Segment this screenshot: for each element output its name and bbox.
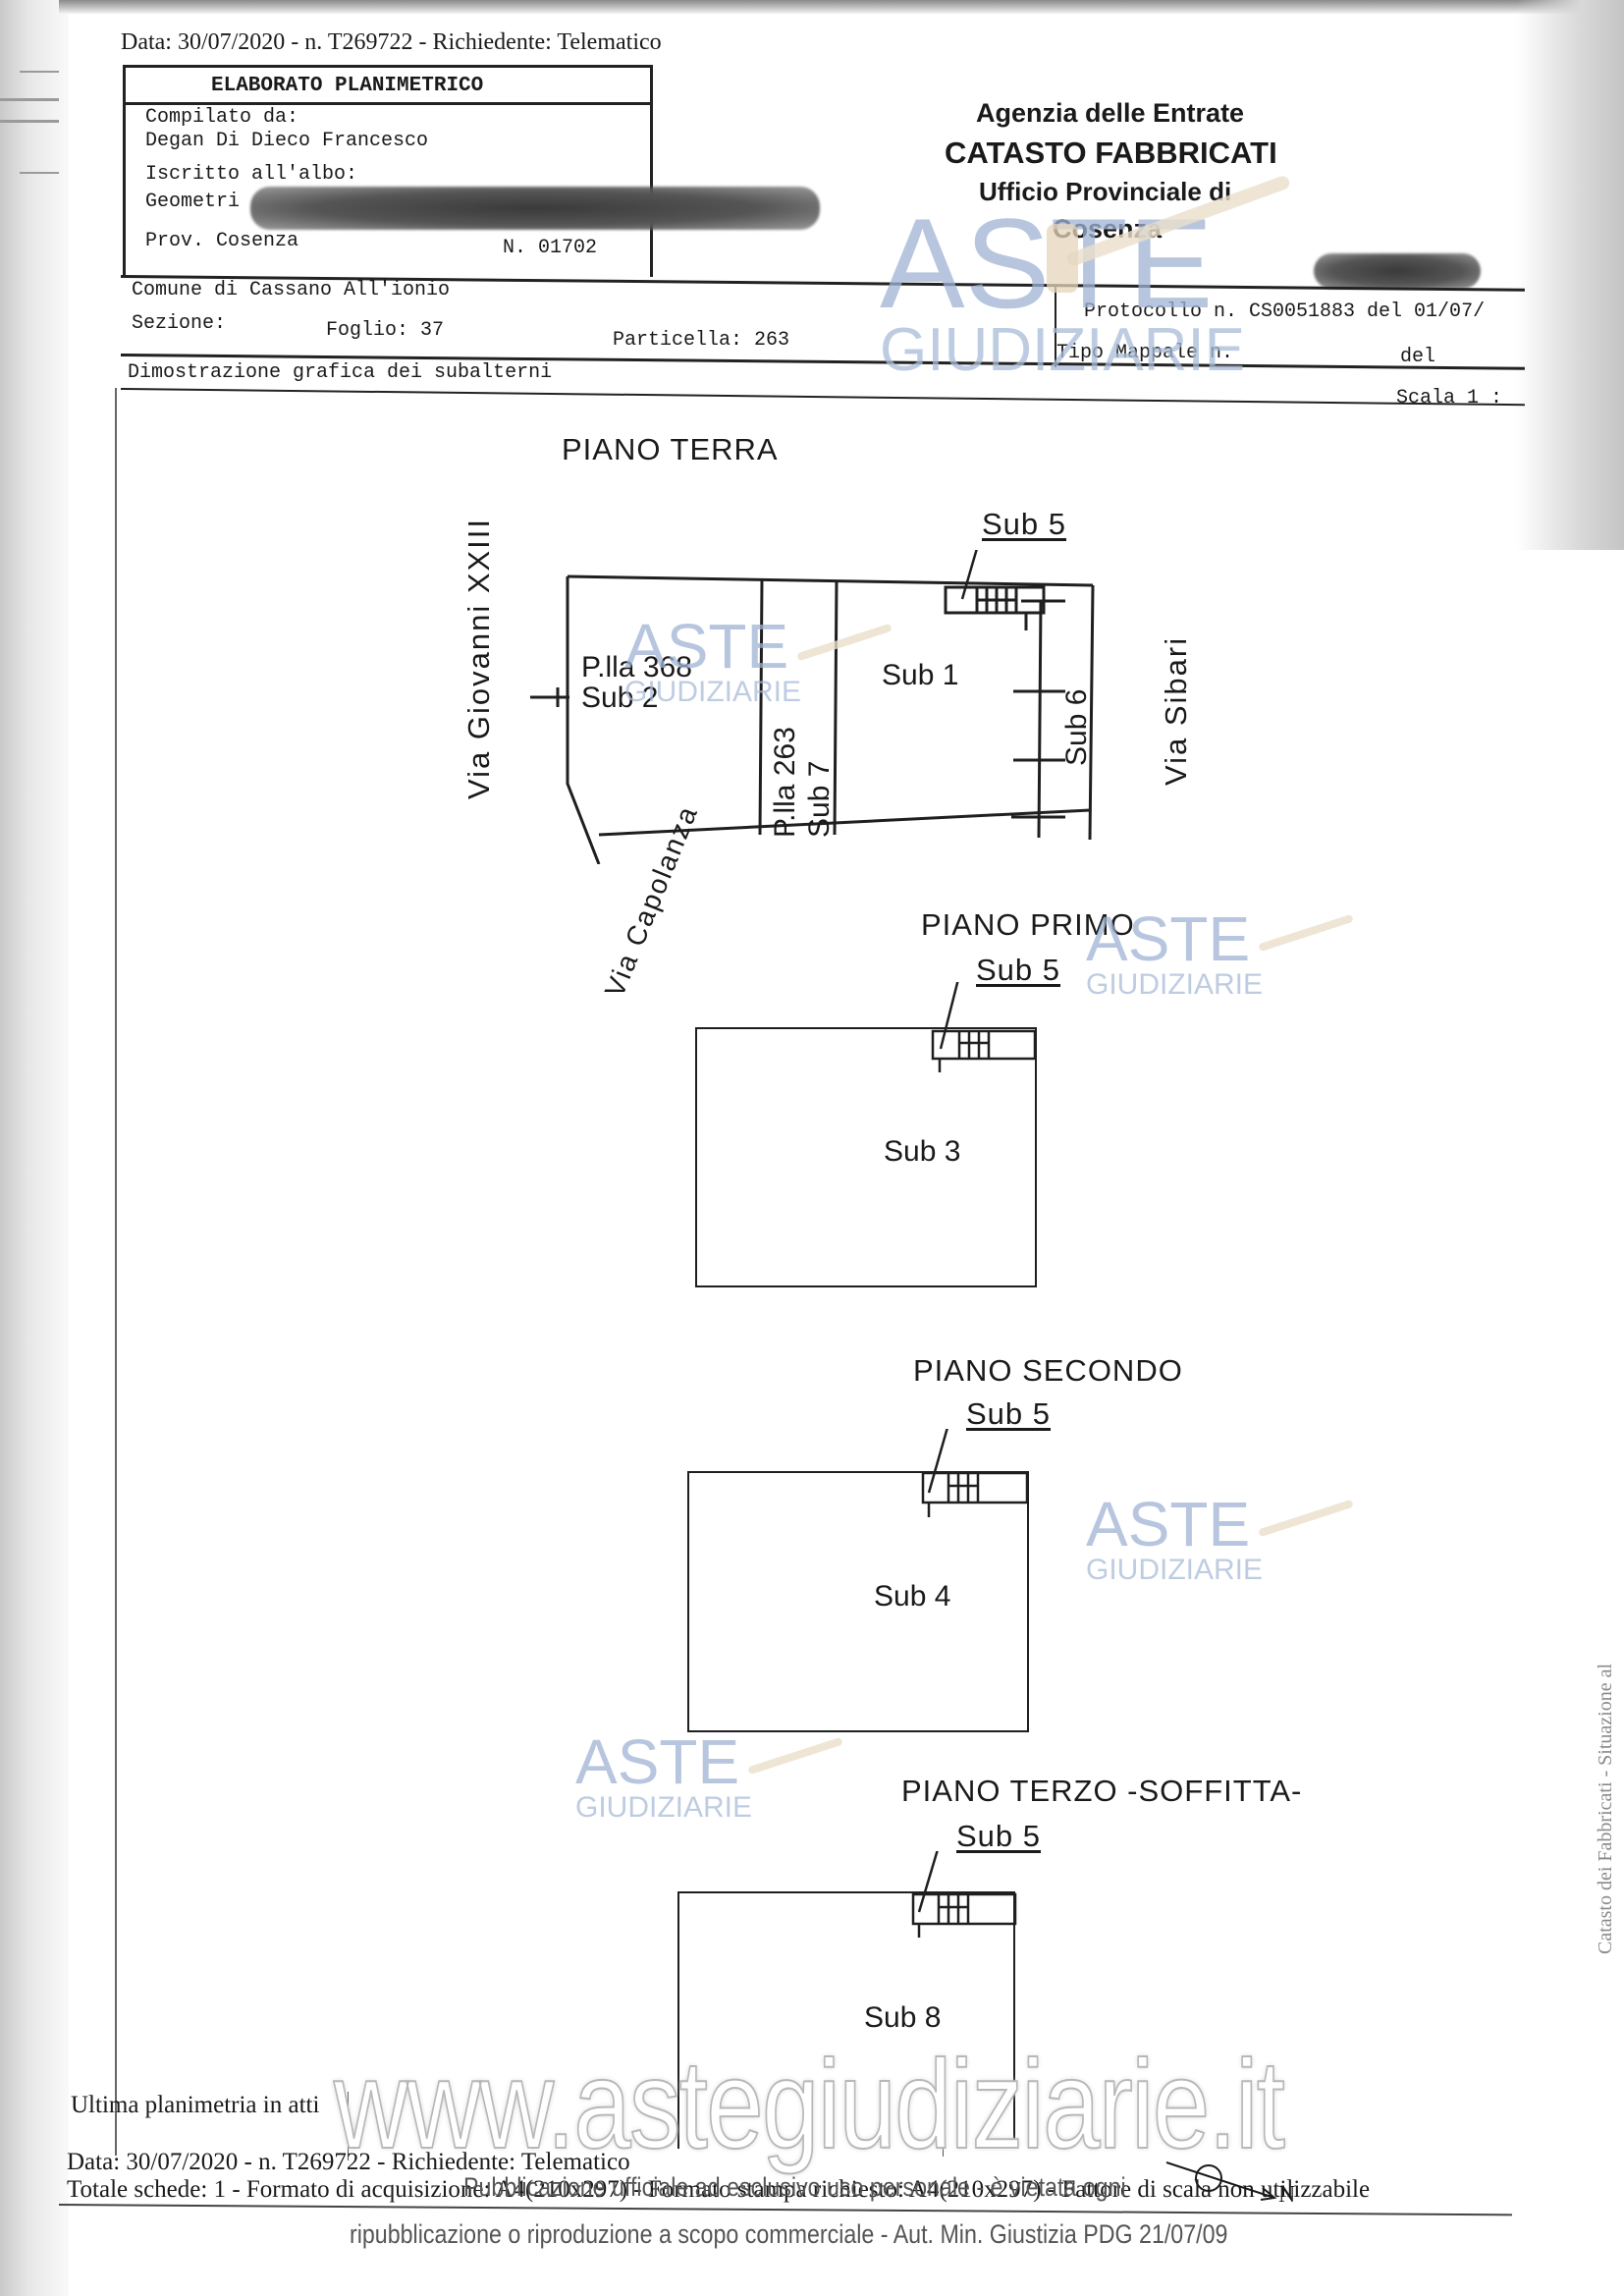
stair-second [921, 1429, 1029, 1517]
stair-label-first: Sub 5 [976, 953, 1061, 987]
gavel-icon [1047, 224, 1078, 293]
catasto-title: CATASTO FABBRICATI [945, 136, 1277, 170]
publication-notice-2: ripubblicazione o riproduzione a scopo c… [350, 2219, 1228, 2249]
floor-title-ground: PIANO TERRA [562, 432, 779, 466]
redaction-mark [250, 187, 820, 230]
floor-title-third: PIANO TERZO -SOFFITTA- [901, 1774, 1303, 1808]
scan-shadow-left [0, 0, 69, 2296]
room-label-sub1: Sub 1 [882, 659, 959, 691]
room-label-sub4: Sub 4 [874, 1580, 951, 1613]
room-label-sub8: Sub 8 [864, 2001, 942, 2034]
publication-notice-1: Pubblicazione ufficiale ad esclusivo uso… [463, 2172, 1126, 2202]
footer-date-line: Data: 30/07/2020 - n. T269722 - Richiede… [67, 2149, 630, 2175]
footer-box-left [348, 2092, 349, 2160]
scan-mark [0, 98, 59, 101]
room-label-sub2: Sub 2 [581, 682, 659, 714]
doc-title: ELABORATO PLANIMETRICO [211, 75, 484, 97]
title-box-left [123, 65, 126, 277]
stair-third [911, 1851, 1017, 1938]
scan-shadow-right [1516, 0, 1624, 550]
protocol-number: Protocollo n. CS0051883 del 01/07/ [1084, 301, 1486, 323]
stair-label-ground: Sub 5 [982, 507, 1067, 541]
province-label: Prov. Cosenza [145, 230, 299, 252]
ground-floor-plan [530, 550, 1095, 864]
scan-mark [20, 172, 59, 174]
redaction-mark [1314, 253, 1481, 289]
gavel-icon [1258, 1499, 1354, 1538]
title-box-top [123, 65, 653, 68]
floor-title-second: PIANO SECONDO [913, 1353, 1183, 1388]
stair-first [931, 982, 1037, 1072]
sezione-label: Sezione: [132, 312, 227, 335]
footer-totals-line: Totale schede: 1 - Formato di acquisizio… [67, 2176, 1371, 2203]
stair-label-second: Sub 5 [966, 1396, 1052, 1431]
watermark-logo: ASTE GIUDIZIARIE [624, 611, 802, 708]
compilato-name: Degan Di Dieco Francesco [145, 130, 429, 152]
gavel-icon [747, 1736, 843, 1776]
svg-text:N: N [1278, 2182, 1295, 2208]
comune-label: Comune di Cassano All'ionio [132, 279, 451, 301]
compilato-label: Compilato da: [145, 106, 299, 129]
scale-label: Scala 1 : [1396, 387, 1503, 410]
title-box-right [650, 65, 653, 277]
footer-last-plan: Ultima planimetria in atti [71, 2092, 320, 2118]
scan-mark [0, 120, 59, 123]
street-label-sibari: Via Sibari [1159, 635, 1193, 786]
room-sub4 [687, 1471, 1029, 1732]
office-label: Ufficio Provinciale di [979, 177, 1232, 206]
watermark-logo: ASTE GIUDIZIARIE [1086, 903, 1264, 1001]
tipo-mappale-label: Tipo Mappale n. [1056, 342, 1234, 364]
watermark-logo: ASTE GIUDIZIARIE [880, 199, 1246, 384]
watermark-logo: ASTE GIUDIZIARIE [575, 1726, 753, 1824]
tipo-mappale-date-label: del [1400, 346, 1436, 368]
particella-label: Particella: 263 [613, 329, 790, 352]
side-text: Catasto dei Fabbricati - Situazione al [1595, 1663, 1616, 1954]
protocol-divider [1055, 285, 1056, 367]
stair-label-third: Sub 5 [956, 1819, 1042, 1853]
scan-shadow-top [59, 0, 1624, 14]
watermark-logo: ASTE GIUDIZIARIE [1086, 1489, 1264, 1586]
drawing-frame-left [115, 388, 117, 2156]
gavel-icon [1258, 913, 1354, 953]
scan-mark [20, 71, 59, 73]
room-label-sub6: Sub 6 [1060, 688, 1093, 766]
room-label-sub3: Sub 3 [884, 1135, 961, 1168]
room-label-sub7: Sub 7 [803, 760, 836, 838]
top-stamp: Data: 30/07/2020 - n. T269722 - Richiede… [121, 29, 662, 55]
room-label-plla263: P.lla 263 [769, 727, 801, 838]
iscritto-label: Iscritto all'albo: [145, 163, 358, 186]
subalterni-heading: Dimostrazione grafica dei subalterni [128, 361, 553, 384]
floor-title-first: PIANO PRIMO [921, 907, 1135, 942]
foglio-label: Foglio: 37 [326, 319, 445, 342]
row-divider-3 [120, 388, 1525, 407]
site-watermark: www.astegiudiziarie.it [333, 2034, 1286, 2176]
registration-number: N. 01702 [503, 237, 598, 259]
agency-name: Agenzia delle Entrate [976, 98, 1245, 128]
north-arrow-icon: N [1165, 2161, 1295, 2208]
geometri-label: Geometri [145, 191, 241, 213]
room-sub8 [677, 1891, 1015, 2149]
room-label-plla368: P.lla 368 [581, 651, 692, 683]
room-sub3 [695, 1027, 1037, 1287]
footer-box-right [943, 2062, 944, 2157]
street-label-giovanni: Via Giovanni XXIII [461, 517, 496, 799]
title-divider [123, 102, 653, 105]
